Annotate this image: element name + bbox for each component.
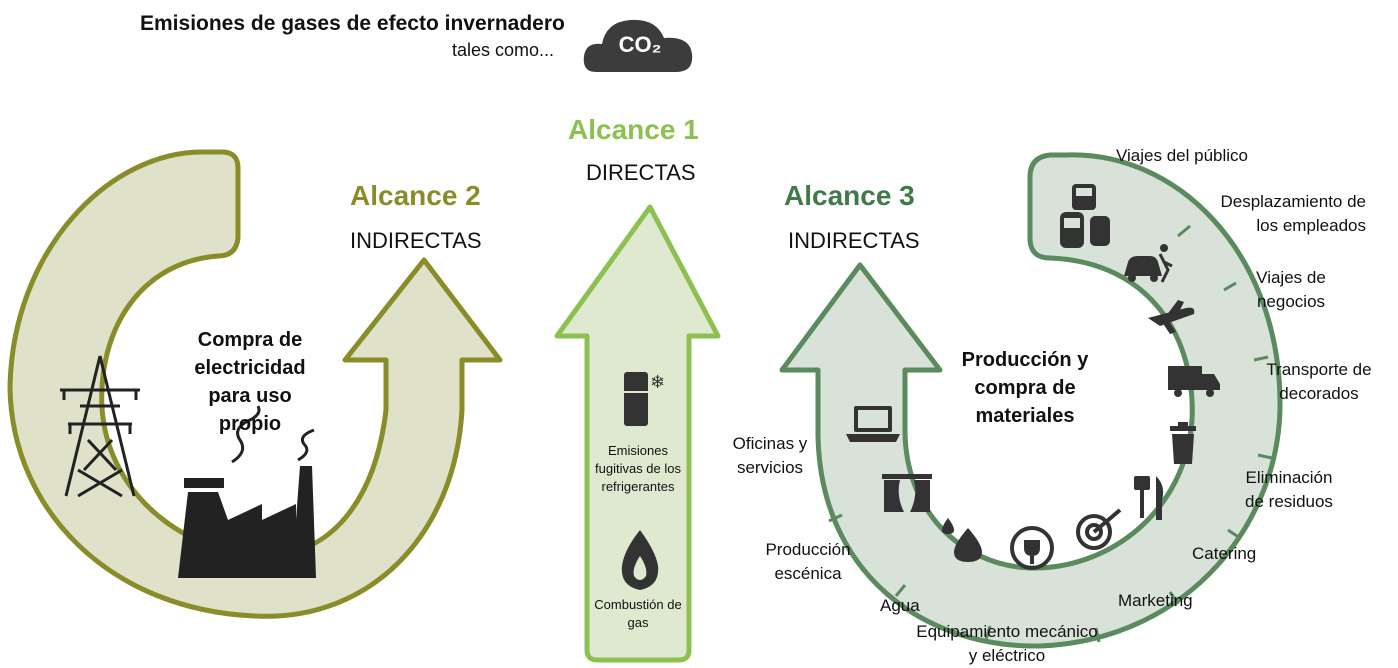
category-equipamiento: Equipamiento mecánico y eléctrico: [916, 622, 1098, 665]
category-eliminacion-residuos: Eliminación de residuos: [1245, 468, 1333, 511]
scope1-item-gas: Combustión de gas: [594, 597, 682, 630]
scope2-circular-arrow: [7, 149, 503, 619]
scope3-tick-marks: [828, 224, 1273, 643]
svg-text:❄: ❄: [650, 372, 665, 393]
scope1-item-refrigerants: Emisiones fugitivas de los refrigerantes: [595, 443, 681, 494]
scope1-up-arrow: [554, 204, 721, 663]
header-subtitle: tales como...: [452, 40, 555, 60]
category-viajes-negocios: Viajes de negocios: [1256, 268, 1326, 311]
refrigerator-icon: ❄: [624, 372, 665, 426]
scope2-title: Alcance 2: [350, 180, 481, 211]
scope3-type: INDIRECTAS: [788, 228, 920, 253]
airplane-icon: [1148, 300, 1195, 334]
transmission-tower-icon: [60, 355, 140, 498]
category-desplazamiento-empleados: Desplazamiento de los empleados: [1220, 192, 1366, 235]
car-person-icon: [1124, 244, 1173, 283]
category-oficinas-servicios: Oficinas y servicios: [732, 434, 808, 477]
cutlery-icon: [1134, 476, 1164, 520]
scope1-title: Alcance 1: [568, 114, 699, 145]
category-marketing: Marketing: [1118, 591, 1193, 610]
scope3-title: Alcance 3: [784, 180, 915, 211]
theater-curtain-icon: [882, 474, 932, 512]
trash-icon: [1170, 422, 1196, 464]
factory-icon: [178, 405, 316, 578]
flame-icon: [621, 530, 659, 590]
category-viajes-publico: Viajes del público: [1116, 146, 1248, 165]
co2-label: CO₂: [618, 32, 662, 57]
category-transporte-decorados: Transporte de decorados: [1266, 360, 1372, 403]
category-catering: Catering: [1192, 544, 1257, 563]
water-drop-icon: [942, 518, 982, 562]
train-icon: [1060, 212, 1110, 248]
bus-icon: [1072, 184, 1096, 210]
scope2-type: INDIRECTAS: [350, 228, 482, 253]
co2-cloud-icon: [583, 19, 693, 72]
laptop-icon: [846, 406, 900, 442]
plug-icon: [1010, 526, 1054, 570]
category-agua: Agua: [880, 596, 920, 615]
header-title: Emisiones de gases de efecto invernadero: [140, 12, 565, 35]
category-produccion-escenica: Producción escénica: [765, 540, 851, 583]
scope2-center-label: Compra de electricidad para uso propio: [194, 329, 306, 435]
truck-icon: [1168, 366, 1220, 397]
scope3-center-label: Producción y compra de materiales: [961, 349, 1089, 427]
scope1-type: DIRECTAS: [586, 160, 696, 185]
target-icon: [1076, 508, 1122, 550]
